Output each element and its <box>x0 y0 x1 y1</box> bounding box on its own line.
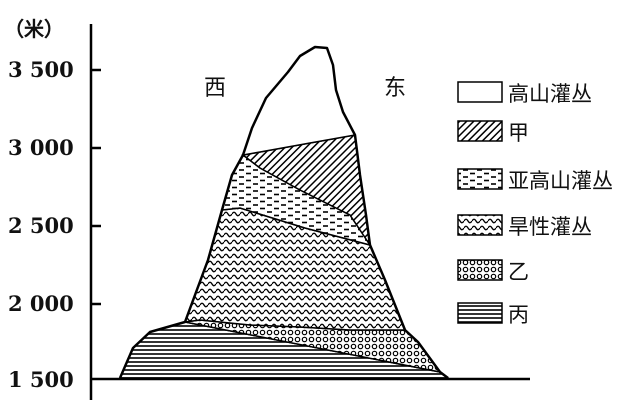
legend-label-subalpine-shrub: 亚高山灌丛 <box>508 169 613 193</box>
legend-swatch-bing <box>457 302 503 324</box>
y-axis-unit: （米） <box>4 17 64 41</box>
legend-swatch-alpine-shrub <box>457 81 503 103</box>
legend: 高山灌丛 甲 亚高山灌丛 旱性灌丛 乙 丙 <box>457 81 613 327</box>
tick-label-1500: 1 500 <box>8 367 74 392</box>
tick-label-2500: 2 500 <box>8 213 74 238</box>
legend-swatch-subalpine-shrub <box>457 168 503 190</box>
tick-label-3000: 3 000 <box>8 135 74 160</box>
tick-label-3500: 3 500 <box>8 57 74 82</box>
legend-label-bing: 丙 <box>508 303 529 327</box>
west-label: 西 <box>204 76 226 101</box>
legend-swatch-arid-shrub <box>457 214 503 236</box>
legend-swatch-yi <box>457 259 503 281</box>
legend-swatch-jia <box>457 120 503 142</box>
legend-label-arid-shrub: 旱性灌丛 <box>508 215 592 239</box>
east-label: 东 <box>384 76 406 101</box>
legend-label-alpine-shrub: 高山灌丛 <box>508 82 592 106</box>
tick-label-2000: 2 000 <box>8 291 74 316</box>
legend-label-jia: 甲 <box>508 121 529 145</box>
legend-label-yi: 乙 <box>508 260 529 284</box>
mountain-outline <box>118 45 449 379</box>
